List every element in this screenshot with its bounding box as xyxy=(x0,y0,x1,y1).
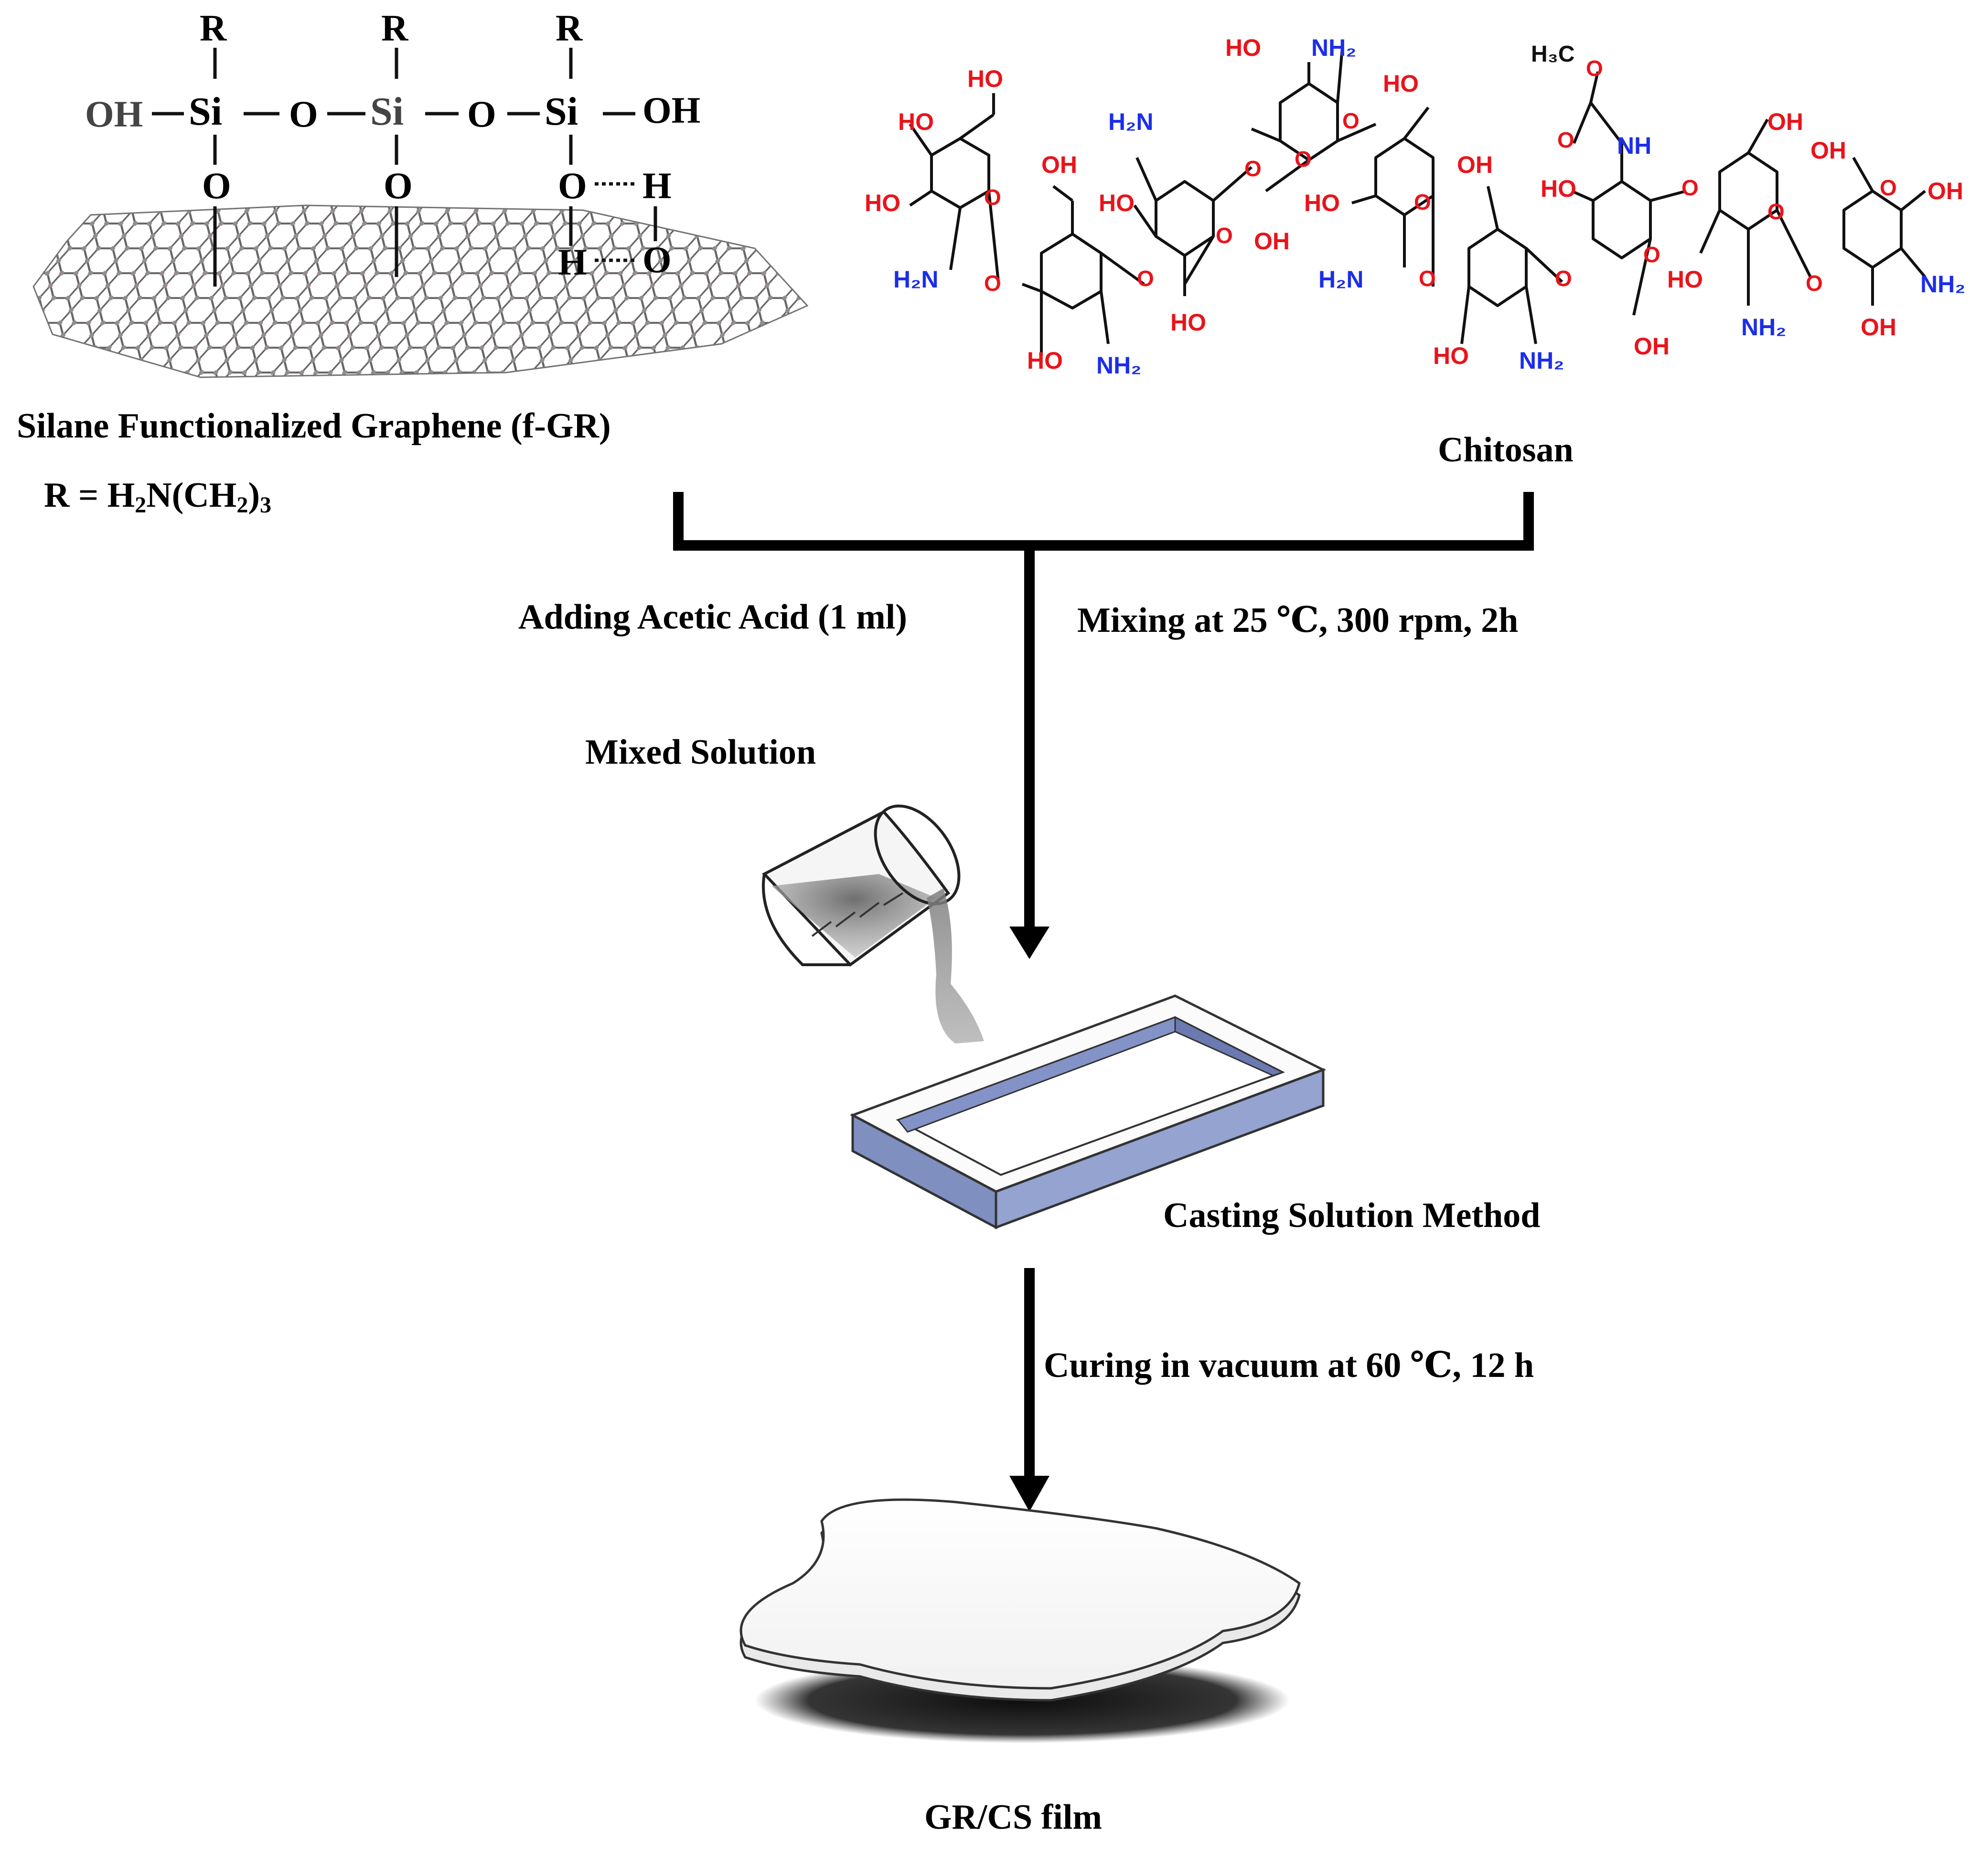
ester-oxygen: O xyxy=(1586,56,1603,81)
glycosidic-oxygen: O xyxy=(1555,266,1572,291)
silane-bonds xyxy=(152,48,657,287)
hydrogen-2: H xyxy=(558,241,587,283)
ring-oxygen: O xyxy=(1216,223,1233,248)
group-ho: HO xyxy=(1304,190,1340,216)
group-oh: OH xyxy=(1254,228,1290,255)
group-ho: HO xyxy=(1027,347,1063,374)
silicon-2: Si xyxy=(370,89,404,134)
ring-oxygen: O xyxy=(984,185,1001,210)
group-oh: OH xyxy=(1861,314,1896,341)
oxygen-link-2: O xyxy=(384,165,413,206)
oxygen-link-1: O xyxy=(202,165,231,206)
step-mixed-solution: Mixed Solution xyxy=(585,733,816,772)
step-adding-acid: Adding Acetic Acid (1 ml) xyxy=(518,597,907,637)
merge-connector xyxy=(673,492,1534,1476)
r-group-2: R xyxy=(381,7,408,49)
group-oh: OH xyxy=(1767,108,1803,135)
r-group-3: R xyxy=(556,7,583,49)
group-ho: HO xyxy=(1225,34,1261,61)
group-ho: HO xyxy=(898,108,934,135)
oxygen-bridge-2: O xyxy=(467,93,496,135)
step-mixing: Mixing at 25 ℃, 300 rpm, 2h xyxy=(1077,601,1519,640)
glycosidic-oxygen: O xyxy=(1342,108,1360,133)
chitosan-caption: Chitosan xyxy=(1438,430,1574,469)
silicon-3: Si xyxy=(545,89,578,134)
casting-mold-icon xyxy=(849,994,1327,1230)
group-ho: HO xyxy=(1099,190,1135,216)
r-group-definition: R = H2N(CH2)3 xyxy=(44,476,272,518)
r-group-1: R xyxy=(200,7,227,49)
group-h2n: H₂N xyxy=(893,266,939,293)
group-ho: HO xyxy=(1433,342,1469,369)
graphene-sheet xyxy=(32,204,809,378)
pouring-stream xyxy=(927,888,984,1044)
ring-oxygen: O xyxy=(1295,147,1312,171)
glycosidic-oxygen: O xyxy=(1806,271,1823,296)
product-label: GR/CS film xyxy=(924,1798,1103,1837)
group-h3c: H₃C xyxy=(1531,42,1575,67)
silane-caption: Silane Functionalized Graphene (f-GR) xyxy=(17,406,611,446)
hydroxyl-left: OH xyxy=(85,93,143,135)
group-ho: HO xyxy=(1383,70,1419,97)
group-nh: NH xyxy=(1617,132,1652,159)
group-oh: OH xyxy=(1457,151,1493,178)
glycosidic-oxygen: O xyxy=(984,271,1001,296)
beaker-icon xyxy=(761,804,961,967)
ring-oxygen: O xyxy=(1880,175,1897,200)
group-nh2: NH₂ xyxy=(1311,34,1357,61)
group-nh2: NH₂ xyxy=(1519,347,1564,374)
group-oh: OH xyxy=(1927,178,1963,204)
oxygen-link-3: O xyxy=(558,165,587,206)
group-ho: HO xyxy=(865,190,900,216)
group-oh: OH xyxy=(1041,151,1077,178)
group-nh2: NH₂ xyxy=(1920,271,1966,298)
hydrogen-bonds xyxy=(595,182,638,262)
step-curing: Curing in vacuum at 60 ℃, 12 h xyxy=(1044,1346,1534,1385)
arrow-head-2 xyxy=(1009,1476,1049,1512)
group-ho: HO xyxy=(1170,309,1206,336)
glycosidic-oxygen: O xyxy=(1137,266,1154,291)
film-icon xyxy=(739,1498,1301,1743)
chitosan-bonds xyxy=(909,47,1927,356)
oxygen-sheet: O xyxy=(642,239,672,280)
group-h2n: H₂N xyxy=(1108,108,1154,135)
group-oh: OH xyxy=(1810,137,1846,164)
silicon-1: Si xyxy=(189,89,223,134)
carbonyl-oxygen: O xyxy=(1557,128,1574,152)
hydrogen-1: H xyxy=(642,165,672,206)
ring-oxygen: O xyxy=(1414,190,1431,214)
group-nh2: NH₂ xyxy=(1096,352,1142,379)
glycosidic-oxygen: O xyxy=(1244,156,1262,181)
hydroxyl-right: OH xyxy=(642,89,701,131)
oxygen-bridge-1: O xyxy=(289,93,318,135)
group-ho: HO xyxy=(1541,175,1576,202)
step-casting: Casting Solution Method xyxy=(1163,1196,1541,1235)
ring-oxygen: O xyxy=(1767,199,1785,224)
group-ho: HO xyxy=(1667,266,1703,293)
glycosidic-oxygen: O xyxy=(1419,266,1436,291)
group-h2n: H₂N xyxy=(1318,266,1364,293)
group-oh: OH xyxy=(1634,333,1670,360)
arrow-head-1 xyxy=(1009,927,1049,959)
group-ho: HO xyxy=(967,65,1003,92)
ring-oxygen: O xyxy=(1643,242,1660,267)
glycosidic-oxygen: O xyxy=(1681,175,1699,200)
group-nh2: NH₂ xyxy=(1741,314,1787,341)
